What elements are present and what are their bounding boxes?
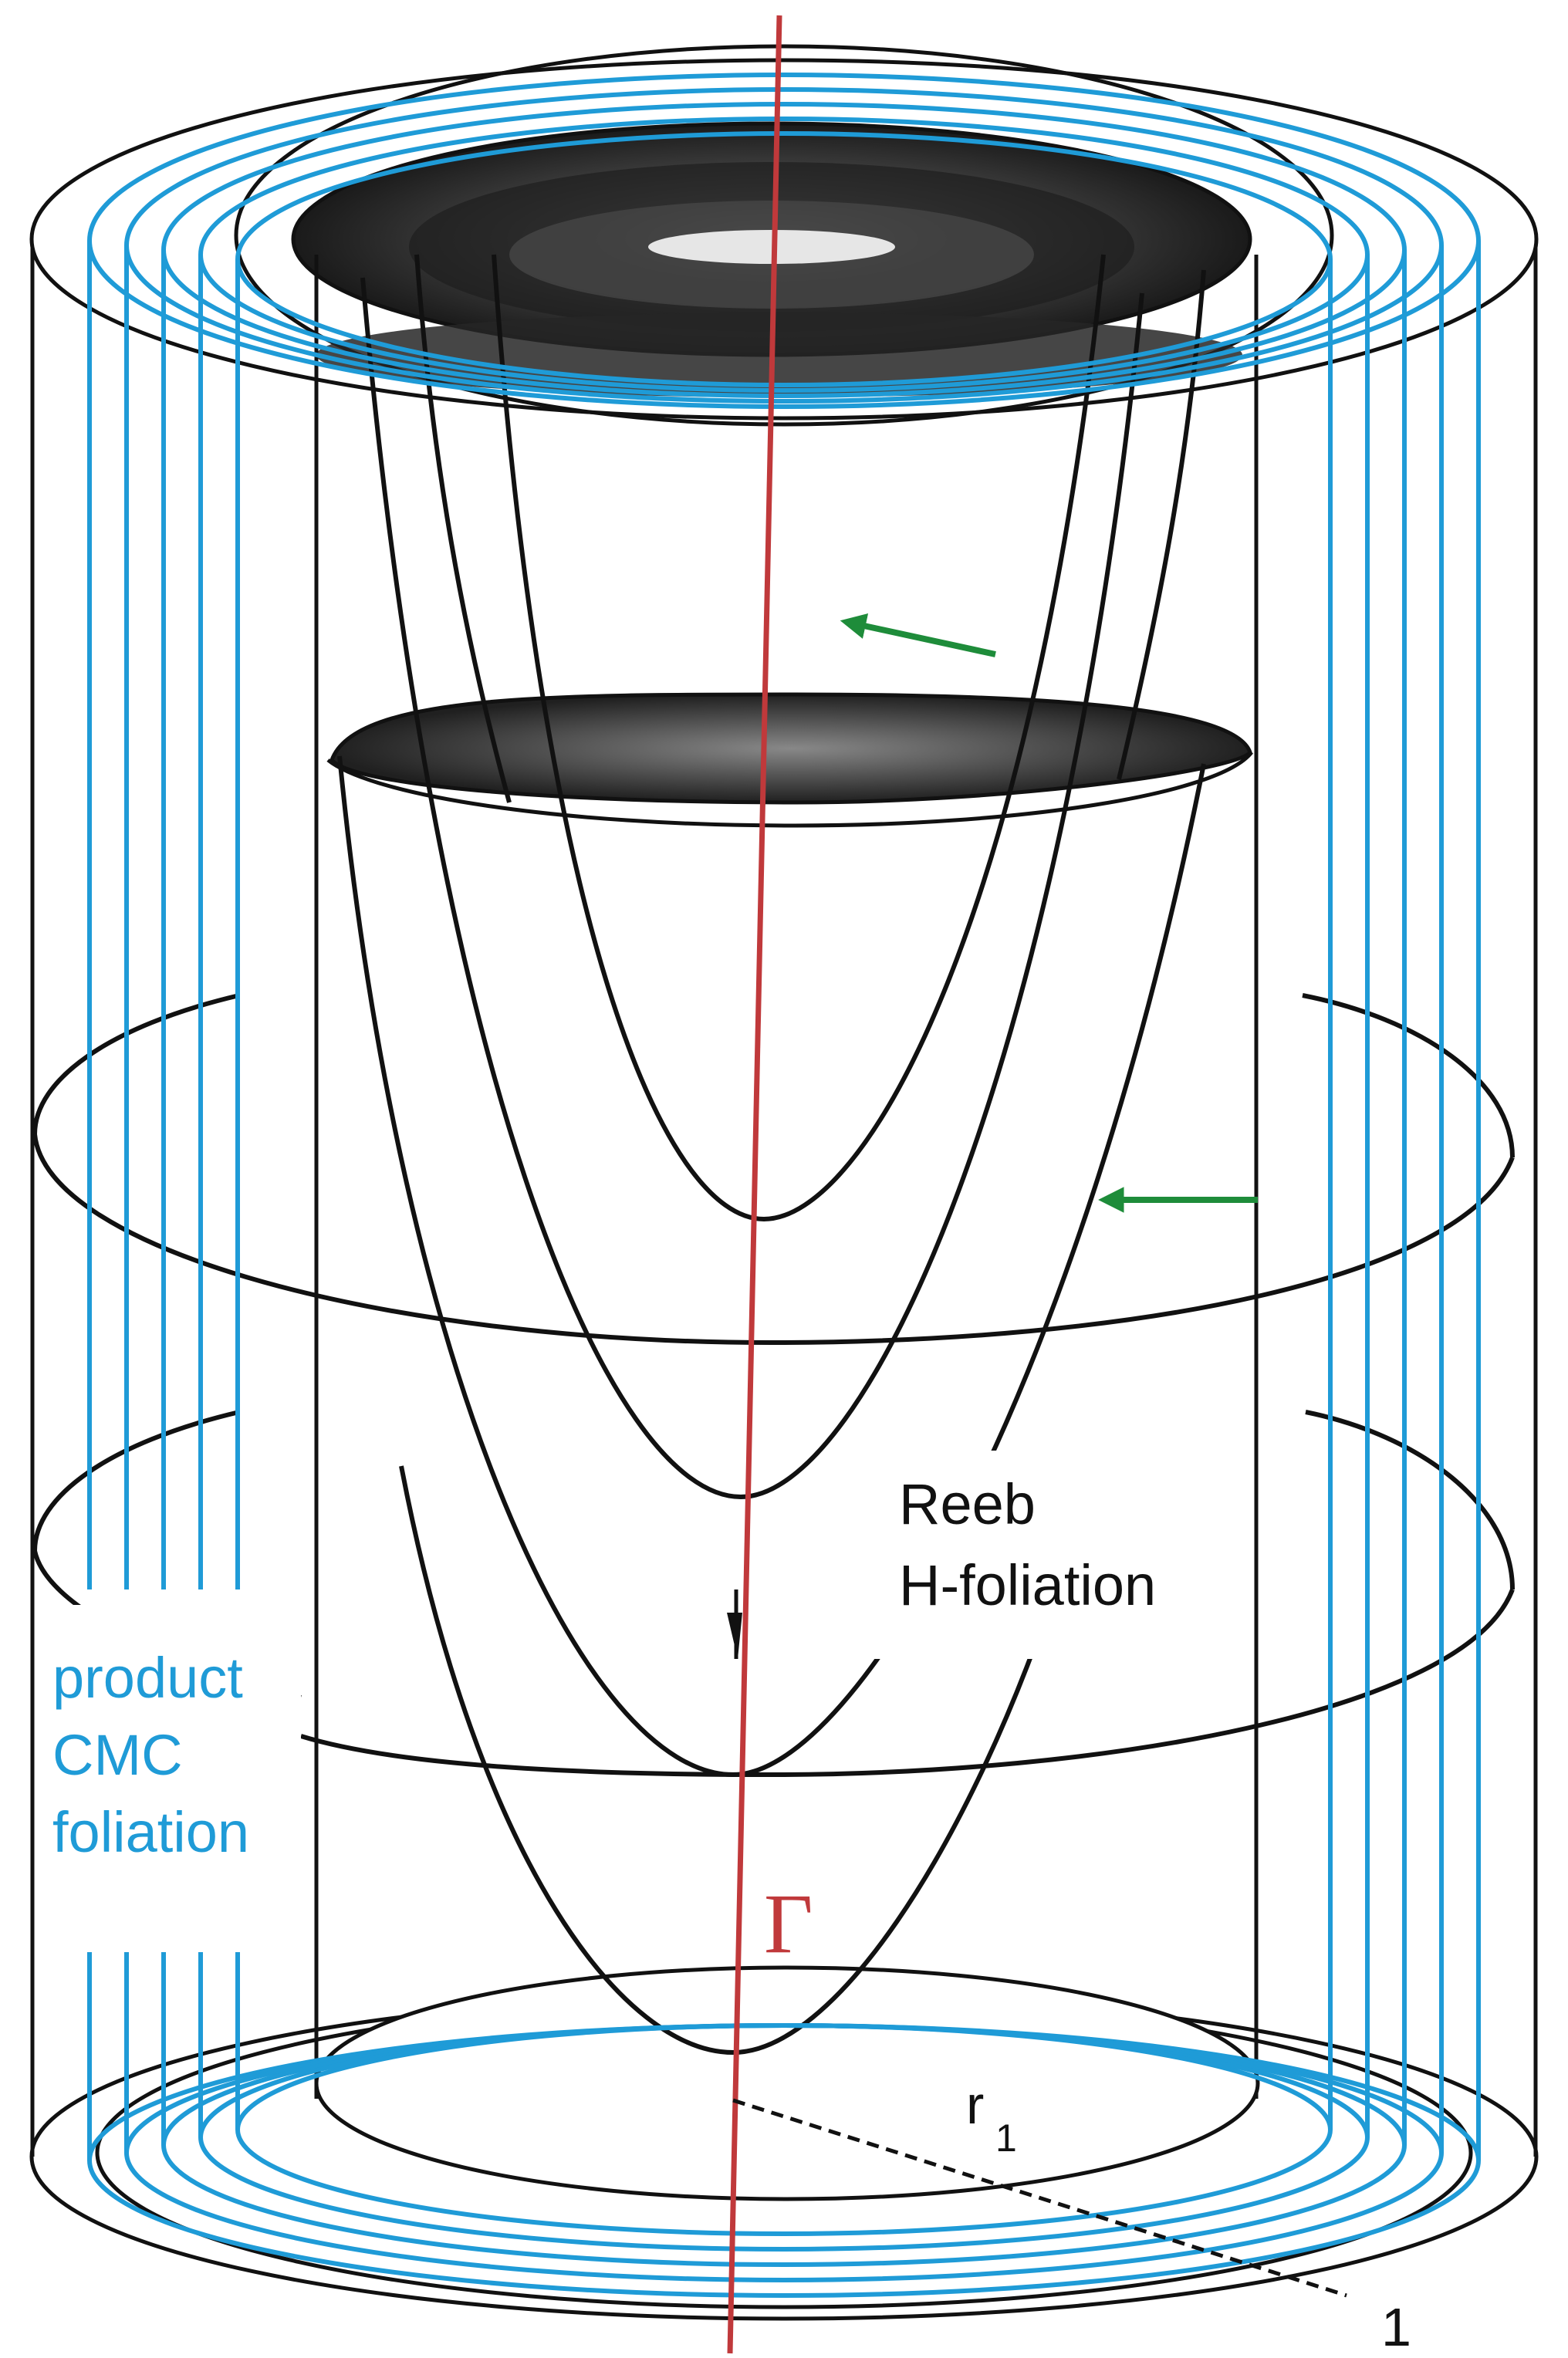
outer-cylinder-top-inner-rim [234, 44, 1334, 427]
r1-label-subscript: 1 [995, 2116, 1017, 2160]
gamma-axis [727, 15, 782, 2354]
reeb-leaf-2 [360, 277, 1144, 1500]
reeb-label-line-1: Reeb [899, 1472, 1036, 1536]
product-label-line-1: product [52, 1646, 243, 1710]
product-label-backdrop [42, 1605, 301, 1944]
outer-cylinder-top-outer-rim [29, 58, 1539, 421]
reeb-leaves [337, 254, 1206, 2056]
inner-cylinder-bottom-disk [314, 1965, 1260, 2201]
top-band-shading [316, 312, 1242, 397]
product-label-line-3: foliation [52, 1800, 249, 1864]
reeb-leaf-1 [492, 254, 1106, 1222]
middle-opening-shading [329, 692, 1252, 805]
radius-dashed-line [732, 2098, 1347, 2298]
product-label-line-2: CMC [52, 1723, 183, 1787]
reeb-label-backdrop [872, 1451, 1250, 1659]
lower-loop-right [1305, 1410, 1515, 1590]
upper-loop-front [32, 1133, 1515, 1346]
upper-loop-right [1302, 993, 1515, 1158]
top-funnel-center [648, 230, 895, 264]
reeb-leaf-4 [399, 1465, 1052, 2056]
one-label: 1 [1381, 2297, 1411, 2357]
cmc-foliation [87, 73, 1481, 2298]
gamma-label: Γ [764, 1877, 813, 1971]
middle-opening-front-edge [326, 751, 1253, 828]
lower-loop-back-left [32, 1410, 240, 1552]
reeb-label-line-2: H-foliation [899, 1553, 1156, 1617]
upper-loop-back-left [32, 993, 240, 1135]
r1-label-base: r [966, 2075, 984, 2135]
green-arrow-icon [840, 613, 996, 657]
inner-cylinder [291, 121, 1260, 2201]
reeb-leaf-top-left [414, 254, 512, 803]
